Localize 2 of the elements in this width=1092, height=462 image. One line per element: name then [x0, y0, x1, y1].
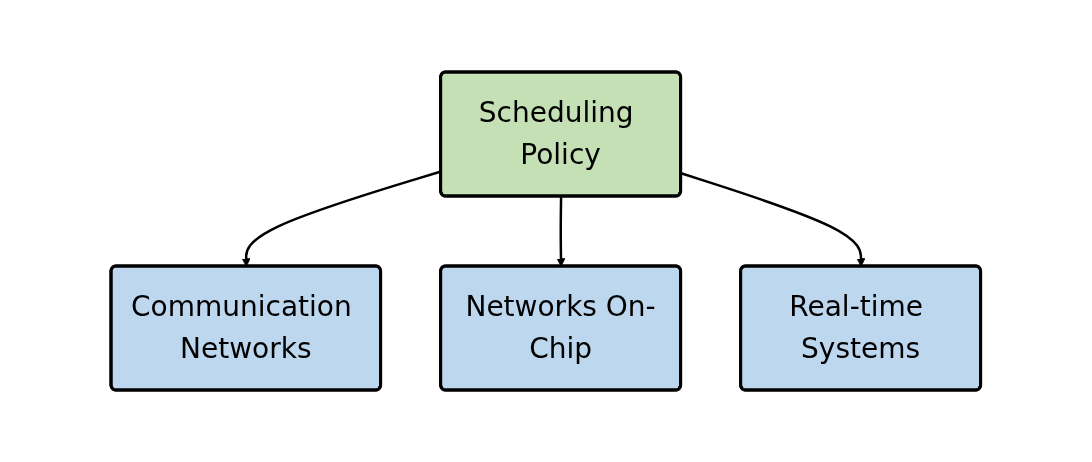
arrow: [556, 196, 566, 267]
arrow: [680, 172, 866, 267]
